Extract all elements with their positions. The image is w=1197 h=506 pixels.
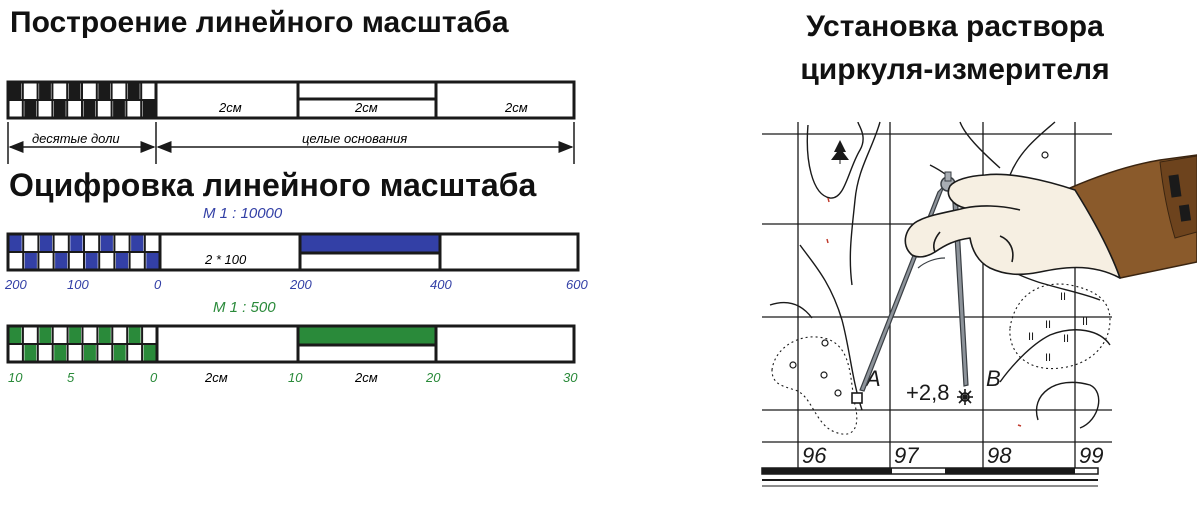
svg-text:II: II [1045, 319, 1051, 331]
segment-label-3: 2см [504, 100, 528, 115]
tick-label: 20 [425, 370, 441, 385]
tenths-cell [98, 83, 111, 100]
tenths-cell [142, 100, 155, 117]
svg-text:II: II [1063, 333, 1069, 345]
svg-text:II: II [1045, 352, 1051, 364]
tenths-cell [146, 252, 159, 269]
tenths-cell [24, 252, 37, 269]
tenths-cell [24, 100, 37, 117]
svg-text:II: II [1060, 291, 1066, 303]
tick-label: 5 [67, 370, 75, 385]
tick-label: 100 [67, 277, 89, 292]
grid-number-96: 96 [802, 443, 827, 468]
title-building-linear-scale: Построение линейного масштаба [10, 6, 509, 39]
tenths-cell [113, 100, 125, 117]
svg-text:II: II [1082, 316, 1088, 328]
grid-number-97: 97 [894, 443, 919, 468]
tenths-cell [54, 344, 67, 361]
scale-10000-title: М 1 : 10000 [203, 205, 283, 222]
svg-text:II: II [1028, 331, 1034, 343]
tenths-cell [39, 83, 51, 100]
tenths-cell [9, 83, 22, 100]
tenths-cell [84, 344, 96, 361]
tenths-cell [100, 235, 113, 252]
grid-number-98: 98 [987, 443, 1012, 468]
topographic-map: II II II II II II 96 97 98 99 [761, 121, 1197, 487]
tenths-cell [53, 100, 66, 117]
tenths-cell [85, 252, 98, 269]
tick-label: 0 [154, 277, 162, 292]
tenths-cell [70, 235, 83, 252]
tick-label: 200 [289, 277, 312, 292]
tenths-cell [113, 344, 126, 361]
tick-label: 10 [288, 370, 303, 385]
tenths-cell [83, 100, 96, 117]
tenths-cell [9, 327, 22, 344]
tenths-cell [24, 344, 37, 361]
title-compass-setting-line1: Установка раствора [806, 10, 1104, 43]
tenths-ladder-green [7, 326, 157, 362]
point-a-marker [851, 392, 863, 404]
tenths-cell [55, 252, 68, 269]
offset-label: +2,8 [906, 380, 949, 405]
red-markers [826, 197, 1022, 427]
gloved-hand [904, 173, 1121, 279]
segment-label-2: 2см [354, 100, 378, 115]
tick-label: 600 [566, 277, 588, 292]
point-b-label: B [986, 366, 1001, 391]
tenths-cell [69, 327, 81, 344]
tenths-cell [39, 327, 52, 344]
map-symbols: II II II II II II [789, 140, 1088, 397]
dimension-whole-label: целые основания [302, 131, 407, 146]
compass-divider [859, 171, 969, 392]
scale-500-segment-label: 2см [354, 370, 378, 385]
construction-scale: 2см 2см 2см десятые доли целые основания [6, 80, 576, 164]
map-bottom-scale [761, 467, 1099, 487]
tick-label: 30 [563, 370, 578, 385]
tick-label: 10 [8, 370, 23, 385]
tenths-ladder [7, 82, 156, 118]
tenths-cell [68, 83, 81, 100]
tenths-cell [9, 235, 22, 252]
point-b-marker [957, 389, 973, 405]
tenths-cell [98, 327, 111, 344]
tenths-cell [127, 83, 140, 100]
title-compass-setting-line2: циркуля-измерителя [800, 53, 1110, 86]
marsh-outlines [771, 283, 1111, 435]
scale-1-500: М 1 : 500 2см 2см 10 5 0 10 20 30 [6, 299, 578, 385]
scale-10000-segment-label: 2 * 100 [204, 252, 247, 267]
grid-number-99: 99 [1079, 443, 1103, 468]
scale-500-segment-label: 2см [204, 370, 228, 385]
tick-label: 400 [430, 277, 452, 292]
segment-label-1: 2см [218, 100, 242, 115]
tick-label: 0 [150, 370, 158, 385]
tenths-cell [131, 235, 144, 252]
scale-1-10000: М 1 : 10000 2 * 100 200 100 0 200 400 60… [4, 205, 588, 292]
tenths-cell [143, 344, 156, 361]
title-digitizing-linear-scale: Оцифровка линейного масштаба [9, 167, 537, 203]
dimension-tenths-label: десятые доли [32, 131, 120, 146]
scale-500-title: М 1 : 500 [213, 299, 276, 316]
tick-label: 200 [4, 277, 27, 292]
tenths-cell [128, 327, 141, 344]
grid-numbers: 96 97 98 99 [802, 443, 1103, 468]
tenths-cell [115, 252, 129, 269]
tenths-ladder-blue [7, 234, 160, 270]
tenths-cell [39, 235, 53, 252]
